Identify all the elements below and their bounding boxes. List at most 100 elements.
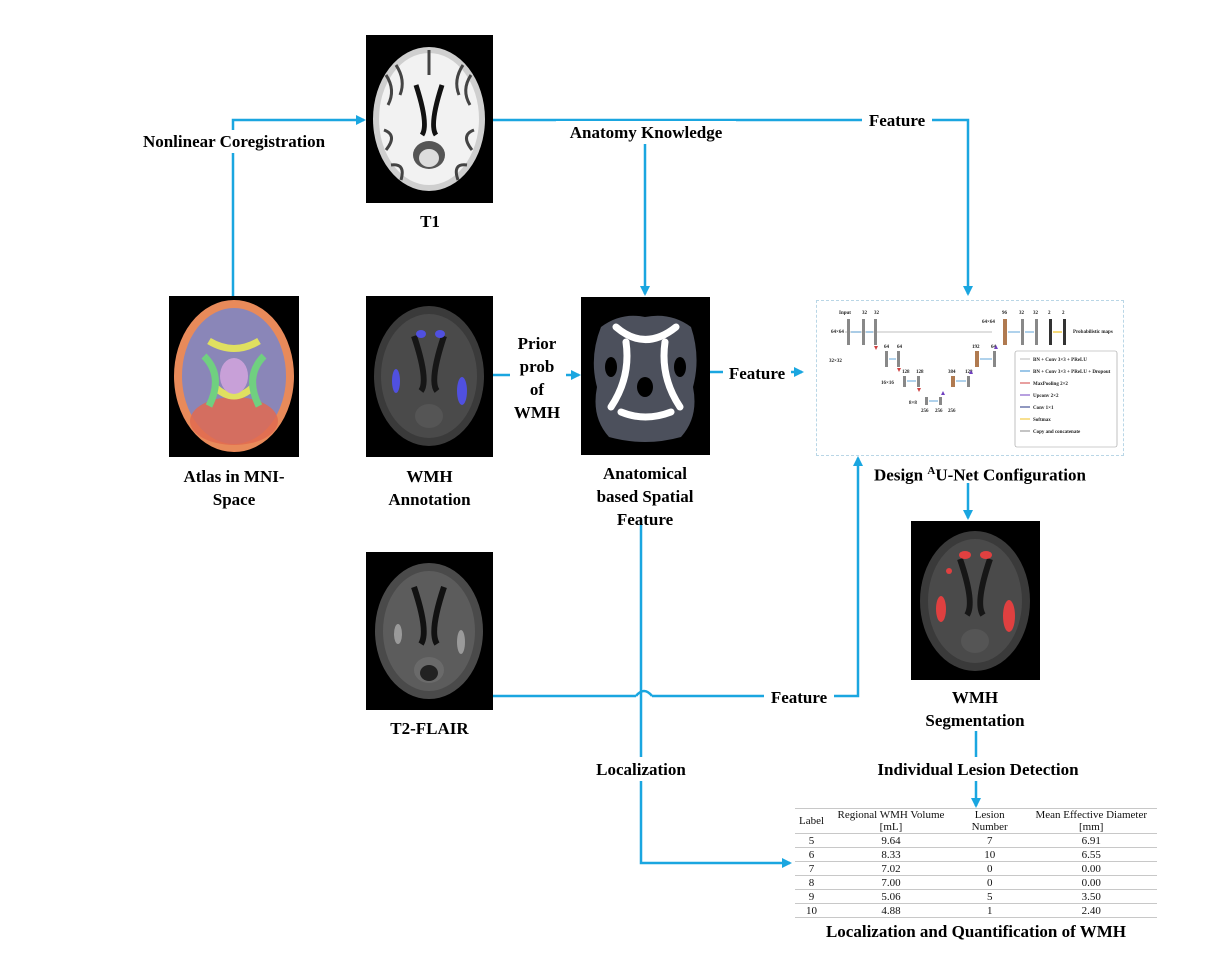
table-cell: 0.00 xyxy=(1025,861,1157,876)
unet-dec-ch-8: 128 xyxy=(965,370,973,375)
unet-legend-3: Upconv 2×2 xyxy=(1033,394,1059,399)
unet-dec-ch-5: 192 xyxy=(972,345,980,350)
table-cell: 5.06 xyxy=(828,889,954,904)
unet-configuration-label: Design AU-Net Configuration xyxy=(840,460,1120,487)
atlas-label-line1: Atlas in MNI- xyxy=(183,467,285,486)
unet-output-label: Probabilistic maps xyxy=(1073,330,1113,335)
unet-enc-ch-0: 32 xyxy=(862,311,868,316)
unet-dec-ch-0: 96 xyxy=(1002,311,1008,316)
atlas-label-line2: Space xyxy=(212,490,256,509)
unet-size-64-right: 64×64 xyxy=(982,320,995,325)
table-cell: 1 xyxy=(953,903,1026,918)
table-cell: 6.91 xyxy=(1025,833,1157,848)
unet-dec-ch-3: 2 xyxy=(1048,311,1051,316)
edge-label-prior-line4: WMH xyxy=(513,403,561,422)
edge-label-prior-line2: prob xyxy=(519,357,555,376)
anatomical-feature-label-line3: Feature xyxy=(616,510,674,529)
table-cell: 9 xyxy=(795,889,829,904)
unet-legend-4: Conv 1×1 xyxy=(1033,406,1054,411)
t2-flair-label: T2-FLAIR xyxy=(390,719,469,738)
anatomical-feature-label-line2: based Spatial xyxy=(596,487,694,506)
unet-size-32: 32×32 xyxy=(829,359,842,364)
wmh-annotation-image xyxy=(366,296,493,457)
edge-label-localization: Localization xyxy=(585,758,697,781)
unet-label-suffix: U-Net Configuration xyxy=(935,465,1086,485)
table-cell: 4.88 xyxy=(828,903,954,918)
anatomical-feature-image xyxy=(581,297,710,455)
wmh-annotation-label-line1: WMH xyxy=(406,467,453,486)
table-cell: 7 xyxy=(795,861,829,876)
unet-label-sup: A xyxy=(927,465,936,477)
unet-dec-ch-4: 2 xyxy=(1062,311,1065,316)
table-cell: 9.64 xyxy=(828,833,954,848)
unet-enc-ch-3: 64 xyxy=(897,345,903,350)
table-header-lesion-number: Lesion Number xyxy=(953,808,1026,834)
t2-flair-image xyxy=(366,552,493,710)
t1-label: T1 xyxy=(420,212,440,231)
anatomical-feature-label-line1: Anatomical xyxy=(602,464,688,483)
edge-label-anatomy-knowledge: Anatomy Knowledge xyxy=(556,121,736,144)
unet-dec-ch-2: 32 xyxy=(1033,311,1039,316)
quantification-table: Label Regional WMH Volume [mL] Lesion Nu… xyxy=(795,808,1157,918)
table-cell: 10 xyxy=(795,903,829,918)
table-cell: 0 xyxy=(953,875,1026,890)
unet-size-16: 16×16 xyxy=(881,381,894,386)
wmh-segmentation-image xyxy=(911,521,1040,680)
unet-legend-6: Copy and concatenate xyxy=(1033,430,1081,435)
table-cell: 6.55 xyxy=(1025,847,1157,862)
table-cell: 0 xyxy=(953,861,1026,876)
arrow-t1-to-unet xyxy=(493,118,973,296)
wmh-annotation-label: WMH Annotation xyxy=(366,465,493,511)
unet-legend-0: BN + Conv 3×3 + PReLU xyxy=(1033,358,1087,363)
arrow-crossing xyxy=(635,689,653,697)
table-header-row: Label Regional WMH Volume [mL] Lesion Nu… xyxy=(795,808,1157,834)
unet-enc-ch-2: 64 xyxy=(884,345,890,350)
edge-label-feature-top: Feature xyxy=(862,109,932,132)
atlas-image xyxy=(169,296,299,457)
table-cell: 8.33 xyxy=(828,847,954,862)
unet-legend-2: MaxPooling 2×2 xyxy=(1033,382,1068,387)
edge-label-lesion-detection: Individual Lesion Detection xyxy=(860,758,1096,781)
edge-label-prior-prob: Prior prob of WMH xyxy=(506,332,568,424)
edge-label-feature-bottom: Feature xyxy=(764,686,834,709)
table-header-diameter: Mean Effective Diameter [mm] xyxy=(1025,808,1157,834)
edge-label-nonlinear-coregistration: Nonlinear Coregistration xyxy=(128,130,340,153)
unet-legend-1: BN + Conv 3×3 + PReLU + Dropout xyxy=(1033,370,1111,375)
unet-architecture-diagram: Input 64×64 32×32 16×16 8×8 64×64 32 32 … xyxy=(829,311,1118,448)
table-cell: 10 xyxy=(953,847,1026,862)
unet-input-label: Input xyxy=(839,311,851,316)
wmh-annotation-label-line2: Annotation xyxy=(388,490,471,509)
anatomical-feature-label: Anatomical based Spatial Feature xyxy=(570,462,720,531)
unet-enc-ch-6: 256 xyxy=(921,409,929,414)
table-cell: 7.02 xyxy=(828,861,954,876)
unet-size-64: 64×64 xyxy=(831,330,844,335)
unet-legend-5: Softmax xyxy=(1033,418,1051,423)
edge-label-prior-line1: Prior xyxy=(517,334,557,353)
quantification-label: Localization and Quantification of WMH xyxy=(825,922,1127,941)
unet-enc-ch-8: 256 xyxy=(948,409,956,414)
table-cell: 5 xyxy=(795,833,829,848)
table-header-volume: Regional WMH Volume [mL] xyxy=(828,808,954,834)
table-cell: 7.00 xyxy=(828,875,954,890)
unet-configuration-panel: Input 64×64 32×32 16×16 8×8 64×64 32 32 … xyxy=(816,300,1124,456)
table-cell: 3.50 xyxy=(1025,889,1157,904)
table-cell: 7 xyxy=(953,833,1026,848)
unet-enc-ch-4: 128 xyxy=(902,370,910,375)
atlas-label: Atlas in MNI- Space xyxy=(163,465,305,511)
unet-label-prefix: Design xyxy=(874,465,928,485)
t1-image xyxy=(366,35,493,203)
unet-dec-ch-6: 64 xyxy=(991,345,997,350)
table-header-label: Label xyxy=(795,808,829,834)
wmh-segmentation-label-line1: WMH xyxy=(951,688,999,707)
table-cell: 8 xyxy=(795,875,829,890)
table-cell: 5 xyxy=(953,889,1026,904)
unet-enc-ch-5: 128 xyxy=(916,370,924,375)
table-cell: 2.40 xyxy=(1025,903,1157,918)
unet-dec-ch-7: 384 xyxy=(948,370,956,375)
